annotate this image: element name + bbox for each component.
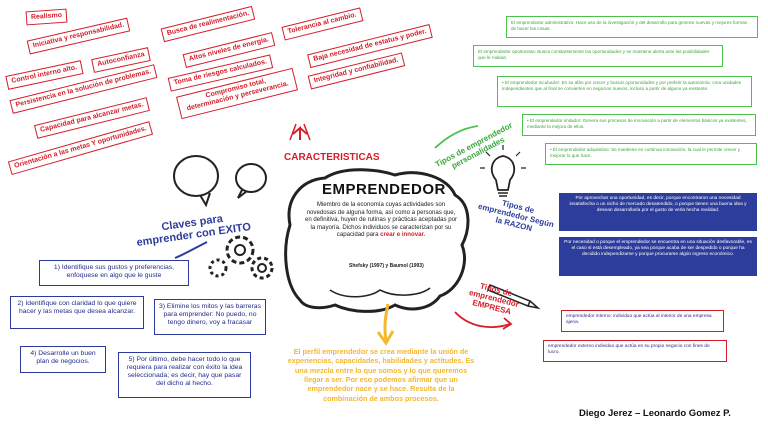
caracteristica-box: Realismo — [26, 9, 68, 26]
razon-box: Por aprovechar una oportunidad, es decir… — [559, 193, 757, 231]
speech-bubble-icon — [236, 164, 266, 192]
personalidad-box: • El emprendedor adquisitivo: Se mantien… — [545, 143, 757, 165]
speech-bubble-tail — [238, 190, 247, 198]
clave-box: 2) Identifique con claridad lo que quier… — [10, 296, 144, 329]
arrow-empresa-head — [503, 318, 511, 329]
gear-icon — [258, 264, 266, 272]
center-title: EMPRENDEDOR — [322, 181, 446, 198]
label-caracteristicas: CARACTERISTICAS — [284, 152, 380, 163]
speech-bubble-icon — [174, 156, 218, 196]
personalidad-box: El emprendedor oportunista: Busca consta… — [473, 45, 723, 67]
personalidad-box: • El emprendedor imitador: Genera sus pr… — [522, 114, 756, 136]
empresa-box: emprendedor interno: individuo que actúa… — [561, 310, 724, 332]
clave-box: 5) Por último, debe hacer todo lo que re… — [118, 352, 251, 398]
brain-fold — [330, 288, 430, 297]
razon-box: Por necesidad o porque el emprendedor se… — [559, 237, 757, 276]
personalidad-box: • El emprendedor incubador: En su afán p… — [497, 76, 752, 107]
center-citation: Shefsky (1997) y Baumol (1993) — [349, 263, 424, 269]
personalidad-box: El emprendedor administrativo: Hace uso … — [506, 16, 758, 38]
clave-box: 3) Elimine los mitos y las barreras para… — [154, 299, 266, 335]
clave-box: 1) Identifique sus gustos y preferencias… — [39, 260, 189, 286]
lightbulb-icon — [492, 156, 514, 190]
perfil-text: El perfil emprendedor se crea mediante l… — [287, 347, 475, 403]
gear-icon — [235, 245, 245, 255]
clave-box: 4) Desarrolle un buen plan de negocios. — [20, 346, 106, 373]
empresa-box: emprendedor externo individuo que actúa … — [543, 340, 727, 362]
arrow-claves — [175, 242, 207, 258]
center-body: Miembro de la economía cuyas actividades… — [304, 201, 458, 239]
gear-icon — [252, 258, 272, 278]
center-highlight: crear e innovar. — [380, 231, 425, 238]
arrow-caracteristicas — [293, 128, 307, 140]
gear-icon — [227, 237, 253, 263]
gear-icon — [210, 260, 226, 276]
lightbulb-base — [498, 193, 508, 196]
authors: Diego Jerez – Leonardo Gomez P. — [579, 408, 731, 419]
